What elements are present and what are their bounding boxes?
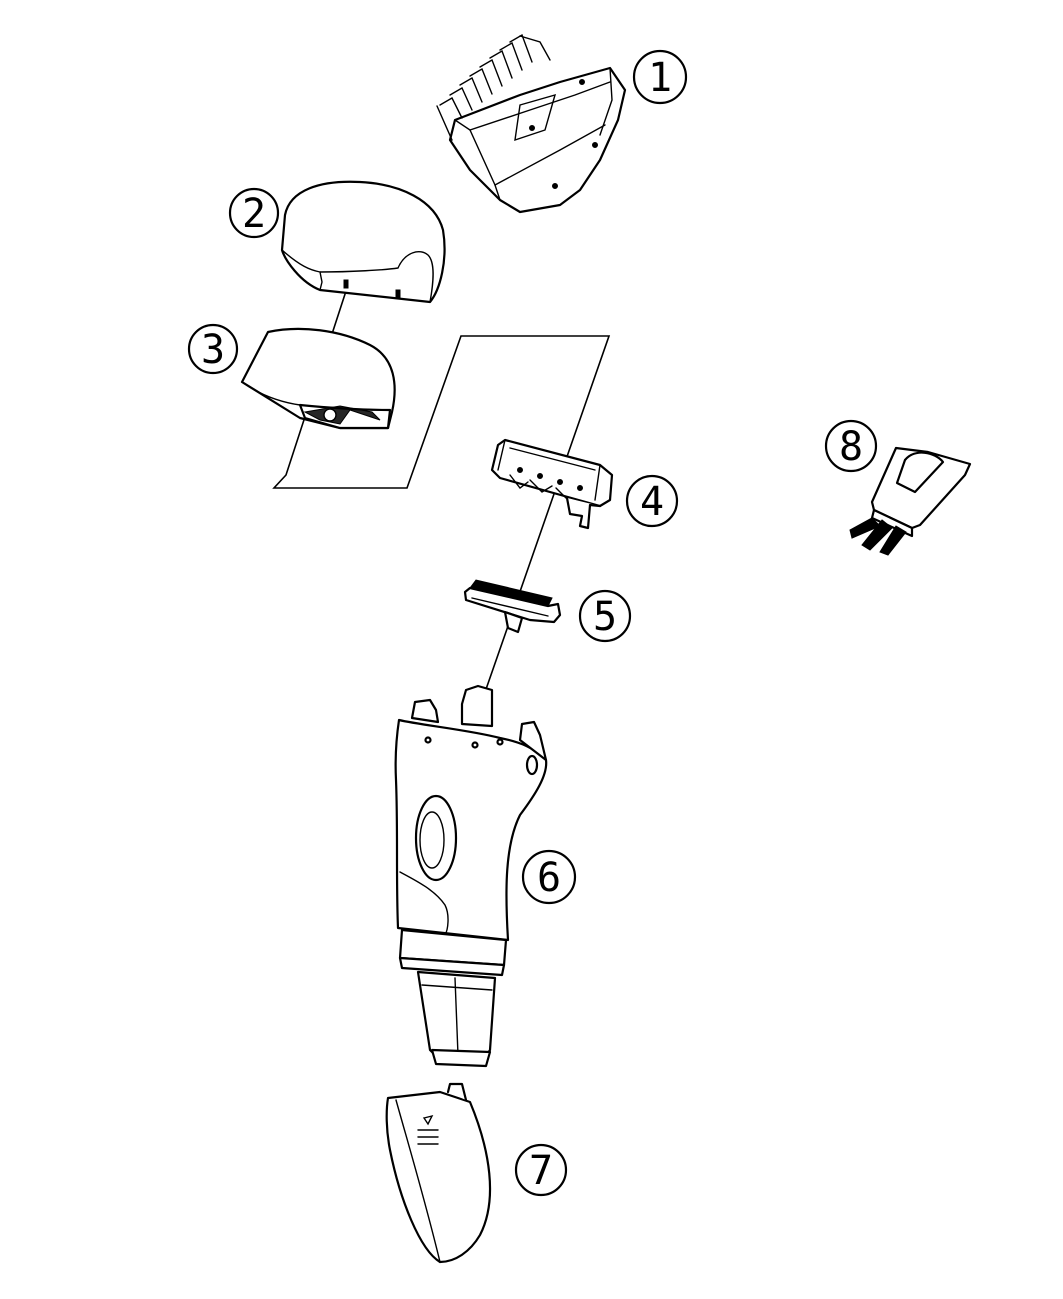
shaver-body-icon <box>394 684 548 1068</box>
callout-label-5: 5 <box>593 594 617 640</box>
callout-6: 6 <box>521 849 577 905</box>
callout-1: 1 <box>632 49 688 105</box>
callout-label-3: 3 <box>201 327 225 373</box>
trimmer-comb-attachment-icon <box>436 33 627 214</box>
foil-holder-icon <box>490 438 614 530</box>
callout-label-2: 2 <box>242 191 266 237</box>
callout-label-4: 4 <box>640 479 664 525</box>
callout-3: 3 <box>187 323 239 375</box>
battery-cover-icon <box>385 1082 492 1264</box>
cutter-blade-icon <box>463 579 562 634</box>
callout-5: 5 <box>578 589 632 643</box>
shaving-head-frame-icon <box>240 327 396 430</box>
callout-2: 2 <box>228 187 280 239</box>
cleaning-brush-icon <box>849 446 972 556</box>
callout-4: 4 <box>625 474 679 528</box>
comb-teeth <box>436 33 551 141</box>
callout-label-6: 6 <box>537 855 561 901</box>
protective-cap-icon <box>280 180 446 304</box>
callout-8: 8 <box>824 419 878 473</box>
callout-7: 7 <box>514 1143 568 1197</box>
callout-label-8: 8 <box>839 424 863 470</box>
callout-label-1: 1 <box>648 55 672 101</box>
assembly-leader-lines <box>272 287 611 696</box>
callout-label-7: 7 <box>529 1148 553 1194</box>
